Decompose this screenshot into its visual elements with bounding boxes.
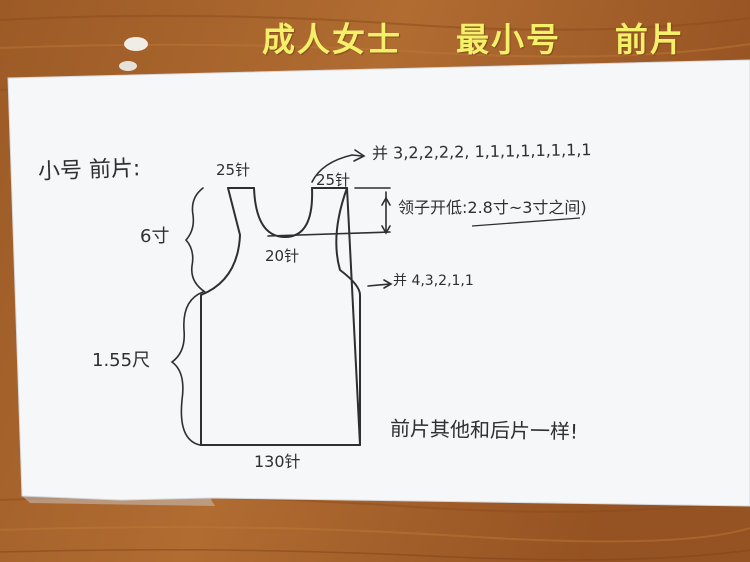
front-panel-outline	[200, 187, 361, 446]
dimension-marks	[170, 149, 393, 446]
lower-height-measure: 1.55尺	[92, 350, 151, 371]
paint-spot-1	[124, 37, 148, 51]
neck-width-stitches: 20针	[265, 247, 300, 265]
sketch-title: 小号 前片:	[37, 156, 141, 185]
upper-height-measure: 6寸	[140, 226, 170, 247]
bottom-width-stitches: 130针	[254, 452, 301, 471]
neck-underline	[471, 217, 581, 227]
left-shoulder-stitches: 25针	[216, 161, 251, 179]
neck-decrease-sequence: 并 3,2,2,2,2, 1,1,1,1,1,1,1,1	[371, 140, 592, 163]
photo-title-caption: 成人女士 最小号 前片	[262, 20, 685, 59]
neck-depth-note: 领子开低:2.8寸~3寸之间)	[398, 198, 587, 217]
front-same-as-back-note: 前片其他和后片一样!	[389, 416, 579, 444]
paint-spot-2	[119, 61, 137, 71]
armhole-decrease-sequence: 并 4,3,2,1,1	[393, 273, 474, 289]
right-shoulder-stitches: 25针	[316, 171, 351, 189]
